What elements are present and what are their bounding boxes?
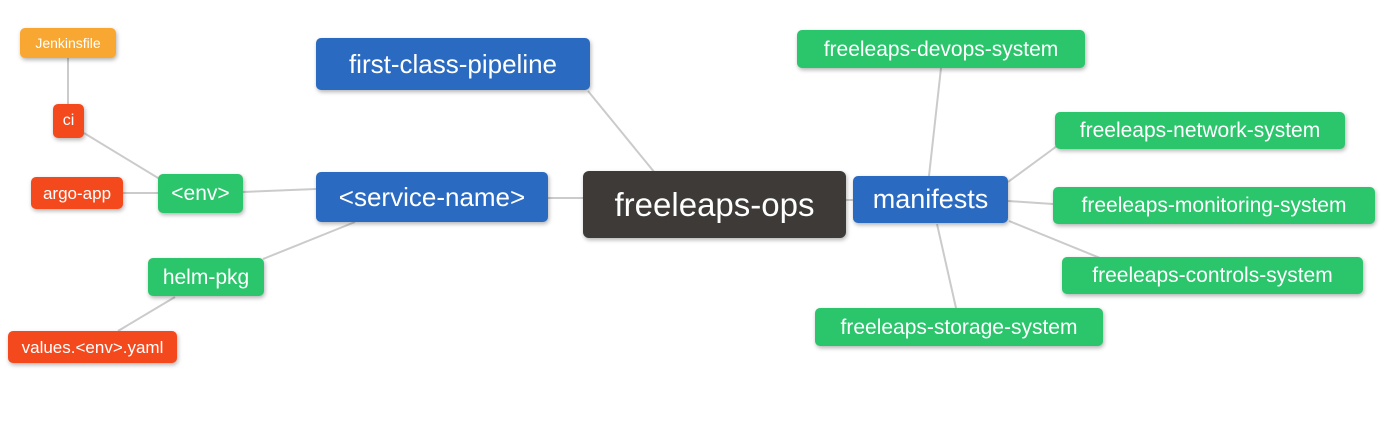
node-freeleaps-controls-system[interactable]: freeleaps-controls-system — [1062, 257, 1363, 294]
edge-freeleaps-devops-system-to-manifests — [928, 67, 942, 177]
node-label: Jenkinsfile — [35, 35, 101, 51]
edge-manifests-to-freeleaps-network-system — [1007, 145, 1058, 183]
node-label: manifests — [872, 184, 989, 214]
node-label: ci — [62, 112, 75, 129]
node-jenkinsfile[interactable]: Jenkinsfile — [20, 28, 116, 58]
node-freeleaps-devops-system[interactable]: freeleaps-devops-system — [797, 30, 1085, 68]
node-label: freeleaps-monitoring-system — [1081, 194, 1347, 217]
node-ci[interactable]: ci — [53, 104, 84, 138]
edge-ci-to-env — [83, 132, 164, 182]
edge-manifests-to-freeleaps-storage-system — [936, 223, 957, 309]
node-label: <service-name> — [338, 182, 526, 212]
node-argo-app[interactable]: argo-app — [31, 177, 123, 209]
node-first-class-pipeline[interactable]: first-class-pipeline — [316, 38, 590, 90]
node-label: freeleaps-network-system — [1079, 119, 1321, 142]
edge-helm-pkg-to-service-name — [262, 221, 356, 260]
node-env[interactable]: <env> — [158, 174, 243, 213]
node-label: freeleaps-ops — [614, 186, 815, 223]
node-label: <env> — [171, 182, 230, 205]
node-label: freeleaps-devops-system — [823, 37, 1059, 61]
edge-values-env-yaml-to-helm-pkg — [117, 296, 176, 332]
node-label: first-class-pipeline — [348, 49, 558, 79]
node-label: values.<env>.yaml — [21, 337, 164, 357]
edge-manifests-to-freeleaps-monitoring-system — [1007, 200, 1054, 205]
node-manifests[interactable]: manifests — [853, 176, 1008, 223]
node-freeleaps-ops[interactable]: freeleaps-ops — [583, 171, 846, 238]
node-label: freeleaps-storage-system — [840, 315, 1078, 339]
node-freeleaps-monitoring-system[interactable]: freeleaps-monitoring-system — [1053, 187, 1375, 224]
node-label: freeleaps-controls-system — [1092, 264, 1333, 287]
edge-env-to-service-name — [242, 188, 317, 193]
node-label: argo-app — [42, 183, 112, 203]
node-service-name[interactable]: <service-name> — [316, 172, 548, 222]
node-label: helm-pkg — [162, 265, 250, 289]
edge-first-class-pipeline-to-freeleaps-ops — [587, 90, 656, 174]
node-freeleaps-network-system[interactable]: freeleaps-network-system — [1055, 112, 1345, 149]
node-freeleaps-storage-system[interactable]: freeleaps-storage-system — [815, 308, 1103, 346]
edge-manifests-to-freeleaps-controls-system — [1008, 220, 1101, 259]
node-values-env-yaml[interactable]: values.<env>.yaml — [8, 331, 177, 363]
node-helm-pkg[interactable]: helm-pkg — [148, 258, 264, 296]
